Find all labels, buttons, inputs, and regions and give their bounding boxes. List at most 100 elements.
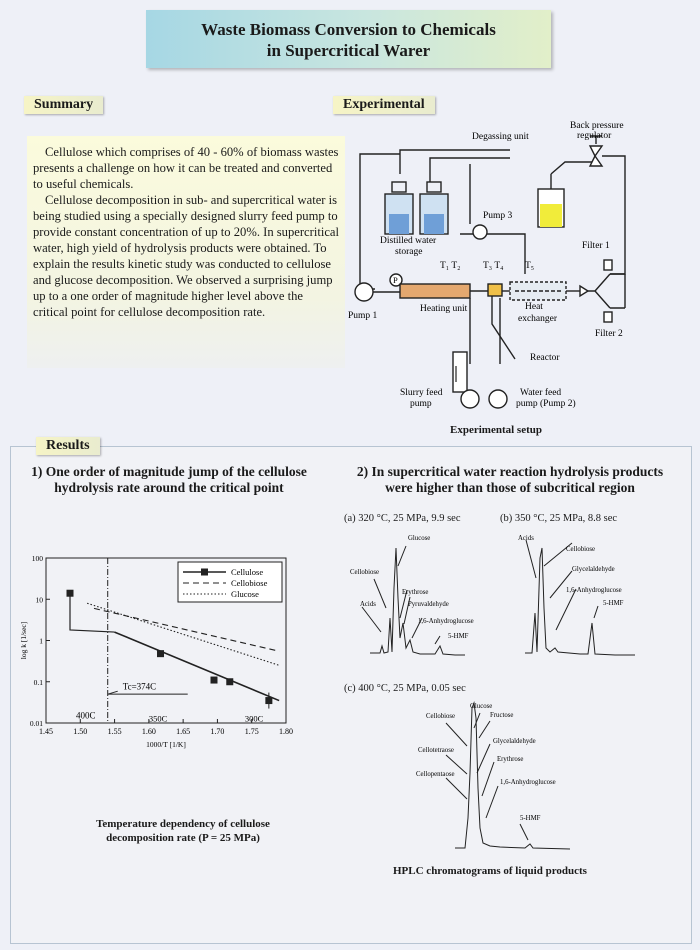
title-line1: Waste Biomass Conversion to Chemicals: [201, 20, 496, 39]
hplc-b-acids: Acids: [518, 535, 534, 542]
hplc-c-cellotetraose: Cellotetraose: [418, 747, 454, 754]
hplc-a-hmf: 5-HMF: [448, 633, 469, 640]
hplc-b-hmf: 5-HMF: [603, 600, 624, 607]
results-heading-1: 1) One order of magnitude jump of the ce…: [14, 464, 324, 496]
label-slurry-1: Slurry feed: [400, 387, 443, 398]
results-heading-1-line1: 1) One order of magnitude jump of the ce…: [31, 464, 307, 479]
y-tick-label: 1: [39, 637, 43, 646]
summary-paragraph-1: Cellulose which comprises of 40 - 60% of…: [33, 145, 339, 191]
label-pump1: Pump 1: [348, 311, 378, 321]
annotation-0: Tc=374C: [123, 681, 156, 691]
hplc-c-cellopentaose: Cellopentaose: [416, 771, 455, 778]
hplc-a-erythrose: Erythrose: [402, 589, 428, 596]
label-heating: Heating unit: [420, 304, 468, 314]
label-distilled-1: Distilled water: [380, 236, 437, 246]
annotation-1: 400C: [76, 710, 96, 720]
title-line2: in Supercritical Warer: [266, 41, 431, 60]
series-line-cellulose: [114, 631, 280, 702]
title-banner: Waste Biomass Conversion to Chemicals in…: [146, 10, 551, 68]
label-pump3: Pump 3: [483, 211, 513, 221]
label-regulator: regulator: [577, 131, 612, 141]
data-point-cellulose: [226, 678, 234, 686]
series-line-cellobiose: [93, 607, 280, 652]
legend-marker: [201, 568, 208, 576]
results-heading-1-line2: hydrolysis rate around the critical poin…: [54, 480, 284, 495]
y-tick-label: 0.1: [34, 678, 44, 687]
label-back-pressure: Back pressure: [570, 121, 624, 131]
results-label: Results: [36, 437, 100, 455]
x-tick-label: 1.50: [73, 727, 87, 736]
hplc-c-glyceraldehyde: Glycelaldehyde: [493, 738, 536, 745]
jump-line: [69, 593, 115, 633]
hplc-c-hmf: 5-HMF: [520, 815, 541, 822]
label-degassing: Degassing unit: [472, 132, 529, 142]
x-tick-label: 1.75: [245, 727, 259, 736]
x-tick-label: 1.60: [142, 727, 156, 736]
label-t12: T₁ T₂: [440, 261, 460, 271]
hplc-b-anhydro: 1,6-Anhydroglucose: [566, 587, 622, 594]
x-tick-label: 1.55: [108, 727, 122, 736]
hplc-c-cellobiose: Cellobiose: [426, 713, 455, 720]
results-heading-2-line2: were higher than those of subcritical re…: [385, 480, 635, 495]
arrhenius-chart: 1.45 1.50 1.55 1.60 1.65 1.70 1.75 1.80 0.01 0.1 1…: [20, 554, 293, 749]
label-filter1: Filter 1: [582, 241, 610, 251]
hplc-a-pyruvaldehyde: Pyruvaldehyde: [408, 601, 449, 608]
hplc-a-cellobiose: Cellobiose: [350, 569, 379, 576]
experimental-label: Experimental: [333, 96, 435, 114]
summary-paragraph-2: Cellulose decomposition in sub- and supe…: [33, 193, 340, 319]
hplc-a-acids: Acids: [360, 601, 376, 608]
hplc-c-fructose: Fructose: [490, 712, 513, 719]
summary-text: Cellulose which comprises of 40 - 60% of…: [27, 136, 345, 368]
label-p: P: [393, 275, 398, 285]
x-tick-label: 1.80: [279, 727, 293, 736]
x-tick-label: 1.70: [210, 727, 224, 736]
label-heat-1: Heat: [525, 302, 543, 312]
series-line-glucose: [86, 602, 280, 666]
y-axis-label: log k [1/sec]: [20, 622, 28, 660]
hplc-chromatograms: Glucose Cellobiose Acids Erythrose Pyruv…: [350, 535, 635, 850]
data-point-cellulose: [157, 650, 165, 658]
chart-caption-line1: Temperature dependency of cellulose: [96, 818, 270, 830]
results-heading-2: 2) In supercritical water reaction hydro…: [330, 464, 690, 496]
data-point-cellulose: [66, 589, 74, 597]
hplc-a-anhydro: 1,6-Anhydroglucose: [418, 618, 474, 625]
hplc-c-erythrose: Erythrose: [497, 756, 523, 763]
chart-caption: Temperature dependency of cellulose deco…: [78, 817, 288, 845]
y-tick-label: 100: [32, 554, 44, 563]
x-axis-label: 1000/T [1/K]: [146, 740, 186, 749]
results-heading-2-line1: 2) In supercritical water reaction hydro…: [356, 464, 664, 479]
data-point-cellulose: [210, 676, 218, 684]
label-slurry-2: pump: [410, 399, 432, 409]
label-t5: T₅: [525, 261, 534, 271]
hplc-b-cellobiose: Cellobiose: [566, 546, 595, 553]
tc-arrow: [107, 690, 118, 695]
hplc-c-glucose: Glucose: [470, 703, 492, 710]
legend-label-cellobiose: Cellobiose: [231, 578, 268, 588]
label-water-2: pump (Pump 2): [516, 398, 576, 409]
hplc-c-title: (c) 400 °C, 25 MPa, 0.05 sec: [344, 683, 466, 694]
hplc-b-title: (b) 350 °C, 25 MPa, 8.8 sec: [500, 513, 618, 524]
y-tick-label: 0.01: [30, 719, 43, 728]
x-tick-label: 1.45: [39, 727, 53, 736]
hplc-b-glyceraldehyde: Glycelaldehyde: [572, 566, 615, 573]
hplc-caption: HPLC chromatograms of liquid products: [393, 865, 587, 877]
label-t34: T₃ T₄: [483, 261, 503, 271]
label-filter2: Filter 2: [595, 329, 623, 339]
annotation-2: 350C: [149, 713, 168, 723]
hplc-c-anhydro: 1,6-Anhydroglucose: [500, 779, 556, 786]
legend-label-cellulose: Cellulose: [231, 567, 263, 577]
x-tick-label: 1.65: [176, 727, 190, 736]
label-distilled-2: storage: [395, 247, 422, 257]
hplc-a-glucose: Glucose: [408, 535, 430, 542]
legend-box: [177, 561, 283, 603]
chart-caption-line2: decomposition rate (P = 25 MPa): [106, 832, 260, 844]
experimental-caption: Experimental setup: [450, 424, 542, 436]
label-reactor: Reactor: [530, 353, 560, 363]
experimental-setup-diagram: Degassing unit Back pressure regulator D…: [348, 121, 626, 409]
summary-label: Summary: [24, 96, 104, 114]
legend-label-glucose: Glucose: [231, 589, 259, 599]
results-panel: [10, 446, 692, 944]
y-tick-label: 10: [36, 595, 44, 604]
hplc-a-title: (a) 320 °C, 25 MPa, 9.9 sec: [344, 513, 461, 524]
annotation-3: 300C: [245, 713, 264, 723]
